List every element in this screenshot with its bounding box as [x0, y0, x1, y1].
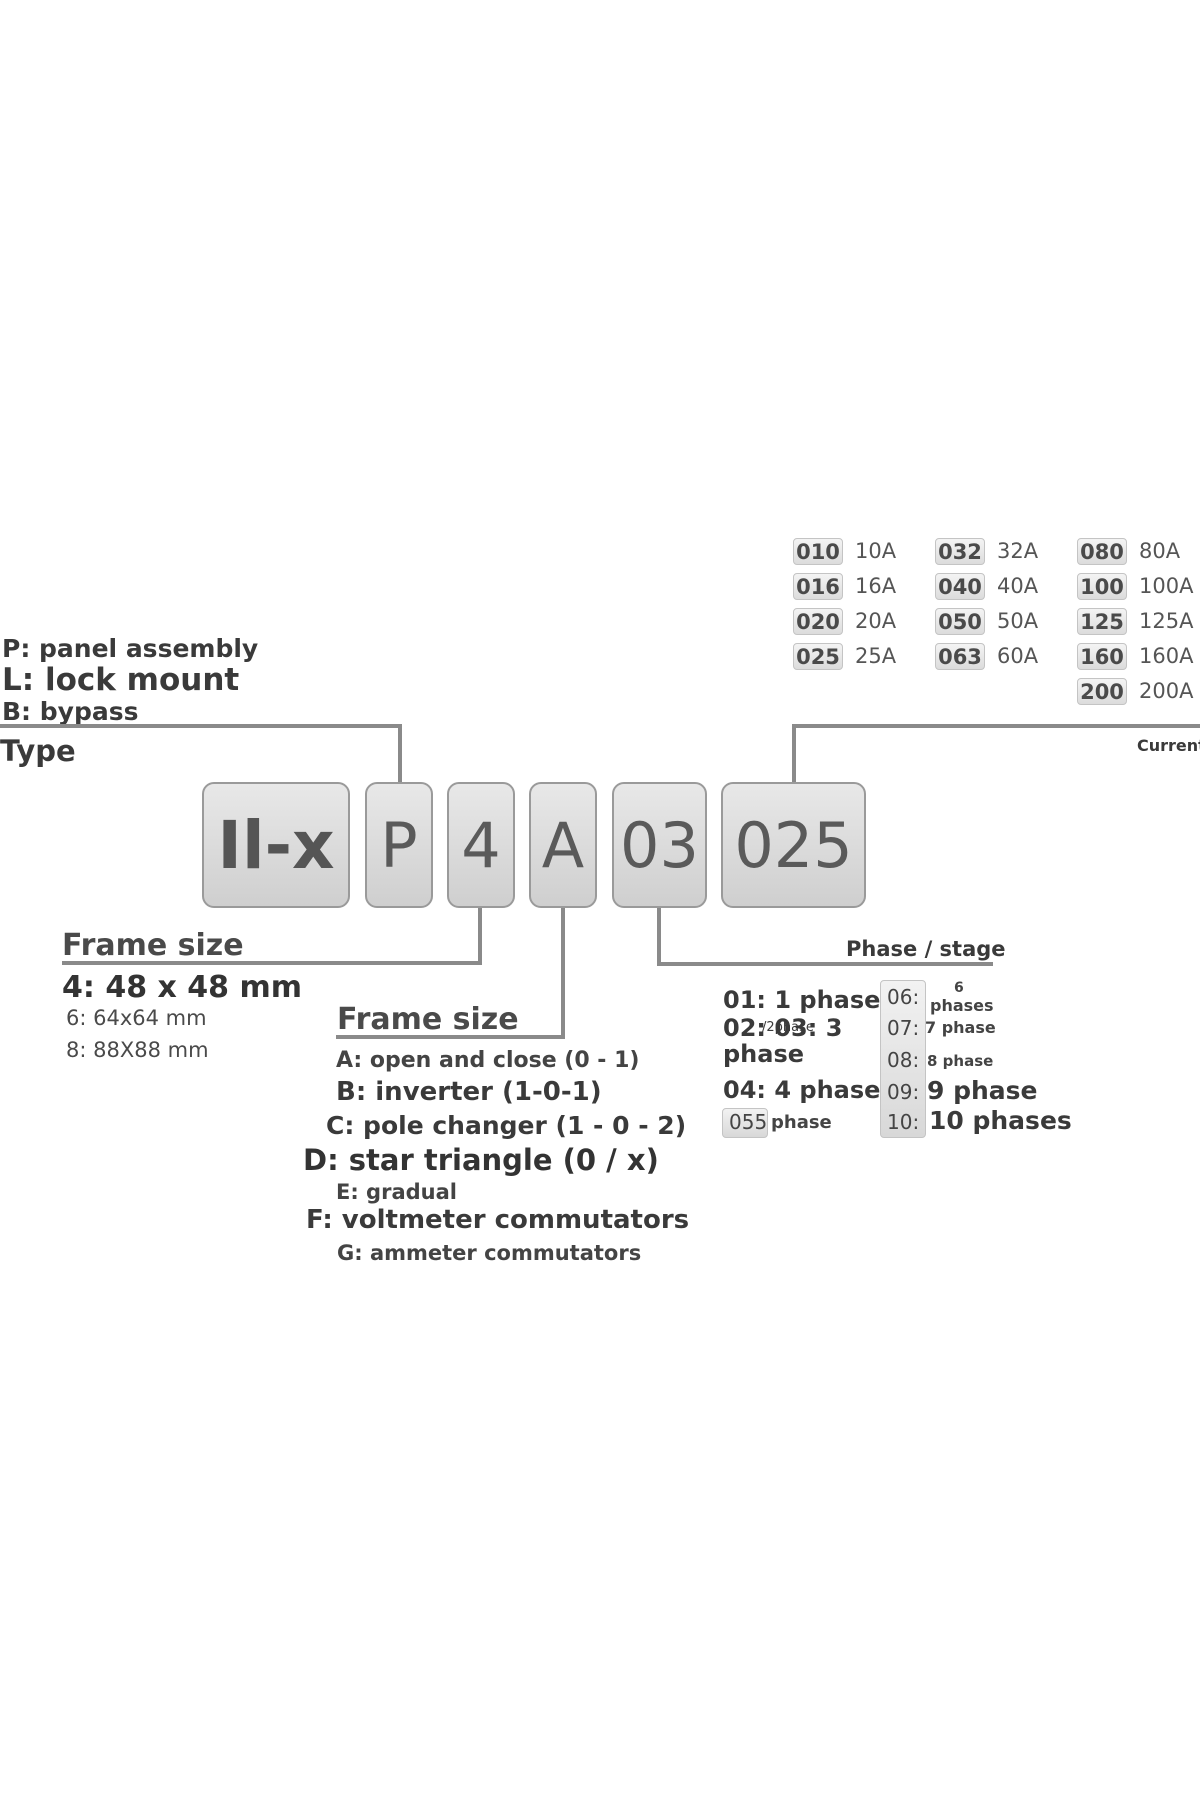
phase-option-04: 04: 4 phase	[723, 1076, 881, 1104]
phase-option-02-cont: phase	[723, 1040, 805, 1068]
frame-option-8: 8: 88X88 mm	[66, 1038, 209, 1062]
phase-option-07-label: 7 phase	[925, 1018, 996, 1037]
frame-connector-horizontal	[62, 961, 482, 965]
frame-title: Frame size	[62, 928, 244, 963]
current-title: Current	[1137, 736, 1200, 755]
function-option-g: G: ammeter commutators	[337, 1241, 642, 1265]
phase-connector-horizontal	[657, 962, 993, 966]
phase-option-06-code: 06:	[887, 985, 920, 1009]
current-connector-vertical	[792, 724, 796, 782]
phase-option-02-overlap: /2phase	[762, 1020, 814, 1035]
code-phase-box: 03	[612, 782, 707, 908]
current-amps: 32A	[997, 539, 1039, 563]
current-code: 010	[793, 538, 843, 565]
function-option-b: B: inverter (1-0-1)	[336, 1077, 602, 1107]
function-option-f: F: voltmeter commutators	[306, 1205, 690, 1235]
current-code: 100	[1077, 573, 1127, 600]
type-connector-horizontal	[0, 724, 402, 728]
current-amps: 80A	[1139, 539, 1181, 563]
phase-option-02: 02: 03: 3	[723, 1014, 843, 1042]
function-option-c: C: pole changer (1 - 0 - 2)	[326, 1111, 687, 1140]
type-option-p: P: panel assembly	[2, 634, 259, 663]
frame-option-6: 6: 64x64 mm	[66, 1006, 207, 1030]
current-code: 016	[793, 573, 843, 600]
phase-option-05-label: phase	[771, 1112, 832, 1133]
function-option-d: D: star triangle (0 / x)	[303, 1143, 659, 1177]
current-code: 080	[1077, 538, 1127, 565]
phase-option-07-code: 07:	[887, 1016, 920, 1040]
function-option-e: E: gradual	[336, 1180, 457, 1204]
function-title: Frame size	[337, 1002, 519, 1037]
code-type-box: P	[365, 782, 433, 908]
current-code: 063	[935, 643, 985, 670]
phase-option-10-code: 10:	[887, 1110, 920, 1134]
phase-option-05-code: 055	[729, 1110, 768, 1134]
frame-option-4: 4: 48 x 48 mm	[62, 970, 303, 1005]
phase-option-09-code: 09:	[887, 1080, 920, 1104]
code-function-box: A	[529, 782, 597, 908]
current-code: 200	[1077, 678, 1127, 705]
current-code: 160	[1077, 643, 1127, 670]
current-amps: 20A	[855, 609, 897, 633]
phase-code-box	[722, 1108, 768, 1138]
type-option-l: L: lock mount	[2, 662, 240, 698]
phase-option-10-label: 10 phases	[929, 1106, 1072, 1135]
function-connector-horizontal	[336, 1035, 565, 1039]
frame-connector-vertical	[478, 908, 482, 965]
function-connector-vertical	[561, 908, 565, 1039]
current-amps: 60A	[997, 644, 1039, 668]
current-amps: 50A	[997, 609, 1039, 633]
type-option-b: B: bypass	[2, 697, 139, 726]
code-current-box: 025	[721, 782, 866, 908]
current-code: 032	[935, 538, 985, 565]
current-connector-horizontal	[792, 724, 1200, 728]
current-code: 125	[1077, 608, 1127, 635]
current-code: 020	[793, 608, 843, 635]
code-brand-box: Il-x	[202, 782, 350, 908]
phase-title: Phase / stage	[846, 937, 1006, 961]
phase-option-08-label: 8 phase	[927, 1052, 994, 1070]
current-code: 025	[793, 643, 843, 670]
code-frame-box: 4	[447, 782, 515, 908]
phase-option-09-label: 9 phase	[927, 1076, 1038, 1105]
current-amps: 100A	[1139, 574, 1194, 598]
current-amps: 40A	[997, 574, 1039, 598]
current-amps: 25A	[855, 644, 897, 668]
current-code: 040	[935, 573, 985, 600]
phase-code-column-box	[880, 980, 926, 1138]
type-connector-vertical	[398, 724, 402, 782]
current-amps: 16A	[855, 574, 897, 598]
phase-connector-vertical	[657, 908, 661, 966]
function-option-a: A: open and close (0 - 1)	[336, 1048, 640, 1073]
current-amps: 10A	[855, 539, 897, 563]
current-amps: 125A	[1139, 609, 1194, 633]
type-title: Type	[0, 734, 76, 768]
current-code: 050	[935, 608, 985, 635]
phase-option-06-num: 6	[954, 980, 964, 996]
current-amps: 200A	[1139, 679, 1194, 703]
current-amps: 160A	[1139, 644, 1194, 668]
phase-option-01: 01: 1 phase	[723, 986, 881, 1014]
phase-option-08-code: 08:	[887, 1048, 920, 1072]
phase-option-06-label: phases	[930, 996, 994, 1015]
